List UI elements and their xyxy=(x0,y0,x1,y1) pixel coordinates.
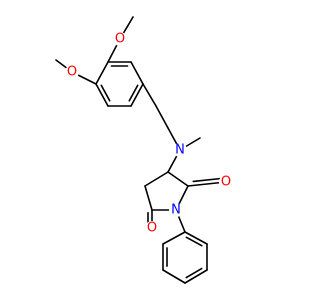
bond-ph6-ph1 xyxy=(184,231,208,245)
oxygen-atom-label: O xyxy=(221,175,231,190)
bond-ph4-ph5 xyxy=(184,269,208,284)
bond-ph1-ph2 xyxy=(162,231,186,245)
bond-ph3-ph4 xyxy=(162,269,186,284)
bond-c5-c4 xyxy=(95,83,109,107)
oxygen-atom-label: O xyxy=(147,221,157,236)
bond-c2-c1 xyxy=(130,61,144,85)
nitrogen-atom-label-background xyxy=(169,203,183,217)
nitrogen-atom-label: N xyxy=(171,203,181,218)
oxygen-atom-label-background xyxy=(219,175,233,189)
bond-c4-c3 xyxy=(95,61,109,85)
bond-c4r-oR-double xyxy=(192,177,221,183)
bond-c3r-c4r xyxy=(167,171,189,187)
bond-ph4-ph5-double xyxy=(185,267,203,279)
oxygen-atom-label: O xyxy=(67,65,77,80)
bond-ch2a-ch2b xyxy=(155,105,169,129)
bond-layer xyxy=(55,16,227,284)
oxygen-atom-label-background xyxy=(145,221,159,235)
bond-c1-c6-double xyxy=(128,84,139,102)
oxygen-atom-label: O xyxy=(115,32,125,47)
nitrogen-atom-label: N xyxy=(175,143,185,158)
oxygen-atom-label-background xyxy=(113,32,127,46)
bond-ph6-ph1-double xyxy=(185,236,203,247)
bond-c5-c4-double xyxy=(100,84,111,102)
nitrogen-atom-label-background xyxy=(173,143,187,157)
bond-c1-c6 xyxy=(130,83,144,107)
bond-c1r-c3r xyxy=(144,171,169,187)
bond-c2r-c1r xyxy=(144,185,153,211)
bond-c1-ch2a xyxy=(142,83,157,107)
oxygen-atom-label-background xyxy=(65,65,79,79)
